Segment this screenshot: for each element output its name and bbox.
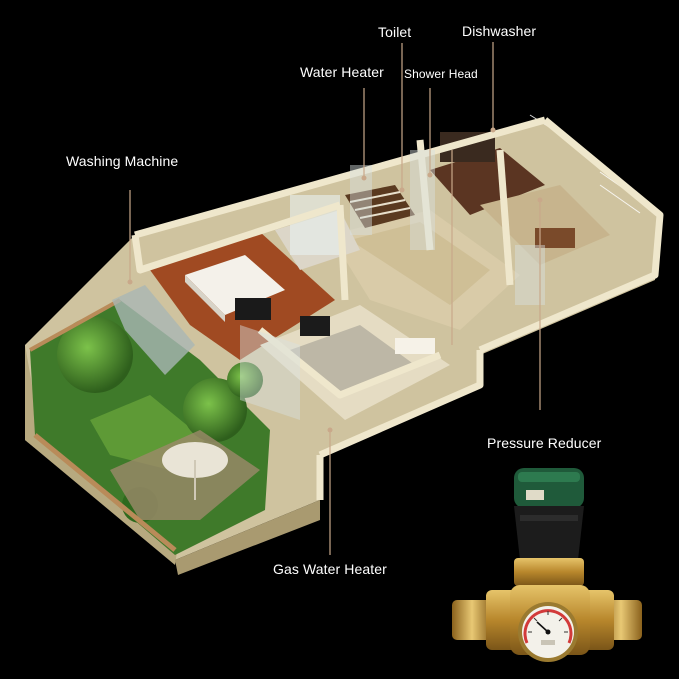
kitchen-floor [430, 148, 545, 215]
sofa [395, 338, 435, 354]
pressure-reducer-valve-photo [452, 468, 642, 662]
label-dishwasher: Dishwasher [462, 23, 537, 39]
label-washing-machine: Washing Machine [66, 153, 179, 169]
label-toilet: Toilet [378, 24, 412, 40]
label-shower-head: Shower Head [404, 67, 478, 81]
dining-area [480, 185, 610, 265]
label-pressure-reducer: Pressure Reducer [487, 435, 602, 451]
label-gas-water-heater: Gas Water Heater [273, 561, 387, 577]
staircase [345, 185, 415, 228]
leader-lines [129, 42, 541, 555]
walls [131, 116, 664, 500]
label-water-heater: Water Heater [300, 64, 384, 80]
